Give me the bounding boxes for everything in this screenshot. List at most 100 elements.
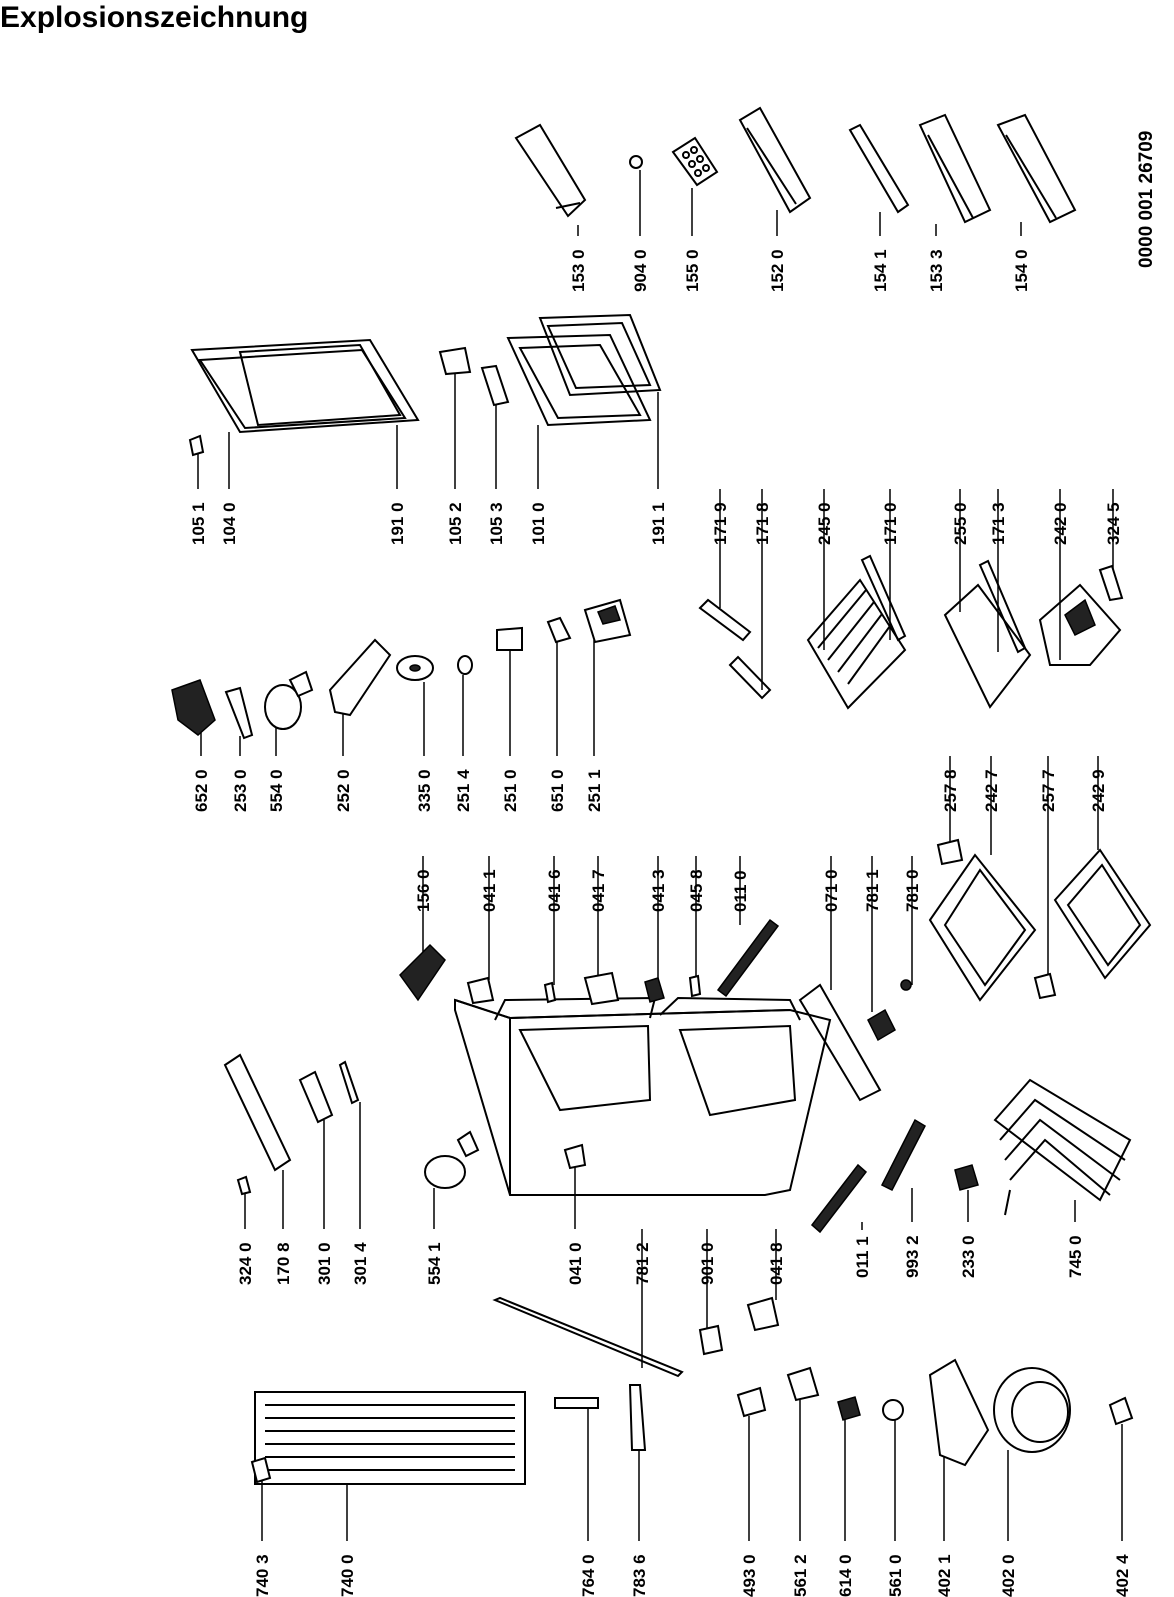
knob-253-0 xyxy=(224,686,254,740)
tube-783-6 xyxy=(628,1384,647,1451)
part-label: 105 3 xyxy=(487,502,506,545)
part-label: 101 0 xyxy=(529,502,548,545)
part-label: 493 0 xyxy=(740,1554,759,1597)
wire-shelf-245-0 xyxy=(806,578,907,710)
part-label: 253 0 xyxy=(231,769,250,812)
strip-071-0 xyxy=(798,983,882,1102)
door-101-0 xyxy=(506,333,652,427)
lamp-554-0 xyxy=(264,670,314,730)
part-label: 993 2 xyxy=(903,1235,922,1278)
part-402-4 xyxy=(1108,1396,1134,1426)
part-781-0 xyxy=(900,979,912,991)
part-label: 740 0 xyxy=(338,1554,357,1597)
part-label: 561 2 xyxy=(791,1554,810,1597)
part-324-0 xyxy=(236,1175,252,1196)
relay-561-2 xyxy=(786,1366,820,1402)
part-label: 191 0 xyxy=(388,502,407,545)
document-number: 0000 001 26709 xyxy=(1136,131,1157,268)
rod-781-2 xyxy=(492,1296,684,1378)
part-251-0 xyxy=(496,626,523,651)
part-label: 402 4 xyxy=(1113,1554,1132,1597)
page-title: Explosionszeichnung xyxy=(0,1,309,34)
part-label: 783 6 xyxy=(630,1554,649,1597)
cabinet xyxy=(454,996,832,1196)
part-label: 041 0 xyxy=(566,1242,585,1285)
part-label: 105 1 xyxy=(189,502,208,545)
compressor-402-0 xyxy=(993,1367,1071,1453)
hinge-105-1 xyxy=(188,434,205,457)
part-label: 740 3 xyxy=(253,1554,272,1597)
part-label: 011 1 xyxy=(853,1236,872,1278)
shelf-trim-171-3 xyxy=(978,559,1027,654)
part-label: 152 0 xyxy=(768,249,787,292)
part-label: 153 3 xyxy=(927,249,946,292)
part-label: 252 0 xyxy=(334,769,353,812)
part-label: 155 0 xyxy=(683,249,702,292)
cover-105-3 xyxy=(480,364,510,407)
evaporator-745-0 xyxy=(993,1078,1132,1216)
part-label: 105 2 xyxy=(446,502,465,545)
shelf-trim-171-0 xyxy=(860,554,907,642)
hinge-105-2 xyxy=(438,346,472,376)
door-gasket-191-1 xyxy=(538,313,662,397)
base-plate-402-1 xyxy=(928,1358,990,1467)
trim-011-0 xyxy=(716,918,780,998)
part-label: 154 1 xyxy=(871,249,890,292)
crisper-242-0 xyxy=(1038,583,1122,666)
filter-764-0 xyxy=(554,1397,599,1409)
pin-041-6 xyxy=(543,981,557,1004)
part-label: 251 1 xyxy=(585,769,604,812)
freezer-drawer-242-9 xyxy=(1053,848,1152,980)
egg-tray-155-0 xyxy=(671,136,719,187)
door-shelf-152-0 xyxy=(738,106,812,214)
part-label: 301 4 xyxy=(351,1242,370,1285)
part-label: 251 4 xyxy=(454,769,473,812)
part-651-0 xyxy=(546,616,572,644)
part-label: 170 8 xyxy=(274,1242,293,1285)
bracket-041-7 xyxy=(583,971,620,1006)
door-shelf-153-0 xyxy=(514,123,587,218)
part-label: 764 0 xyxy=(579,1554,598,1597)
clip-324-5 xyxy=(1098,564,1124,602)
door-gasket-191-0 xyxy=(238,343,402,427)
part-label: 335 0 xyxy=(415,769,434,812)
bracket-301-0 xyxy=(298,1070,334,1124)
part-label: 402 0 xyxy=(999,1554,1018,1597)
leader-lines xyxy=(197,170,1123,1541)
rail-170-8 xyxy=(223,1053,292,1172)
part-label: 402 1 xyxy=(935,1554,954,1597)
part-label: 745 0 xyxy=(1066,1235,1085,1278)
bracket-041-8 xyxy=(746,1296,780,1332)
part-label: 104 0 xyxy=(220,502,239,545)
part-label: 251 0 xyxy=(501,769,520,812)
clip-740-3 xyxy=(250,1456,272,1484)
shelf-support-171-9 xyxy=(698,598,752,642)
part-label: 554 1 xyxy=(425,1242,444,1285)
part-label: 233 0 xyxy=(959,1235,978,1278)
part-493-0 xyxy=(736,1386,767,1418)
glass-shelf-255-0 xyxy=(943,583,1032,709)
knob-335-0 xyxy=(396,655,434,681)
bracket-041-1 xyxy=(466,976,495,1005)
part-561-0 xyxy=(882,1399,904,1421)
part-301-4 xyxy=(338,1060,360,1105)
part-label: 154 0 xyxy=(1012,249,1031,292)
part-label: 652 0 xyxy=(192,769,211,812)
part-251-1 xyxy=(583,598,632,644)
ice-tray-156-0 xyxy=(399,943,446,1002)
part-label: 904 0 xyxy=(631,249,650,292)
part-label: 561 0 xyxy=(886,1554,905,1597)
clip-257-7 xyxy=(1033,972,1057,1000)
clip-257-8 xyxy=(936,838,964,866)
part-614-0 xyxy=(837,1396,861,1421)
housing-252-0 xyxy=(328,638,392,717)
lamp-554-1 xyxy=(424,1130,480,1189)
cover-781-1 xyxy=(867,1008,896,1042)
clip-901-0 xyxy=(698,1324,724,1356)
part-label: 324 0 xyxy=(236,1242,255,1285)
bracket-041-0 xyxy=(563,1143,587,1170)
part-label: 191 1 xyxy=(649,502,668,545)
freezer-drawer-242-7 xyxy=(928,853,1037,1002)
